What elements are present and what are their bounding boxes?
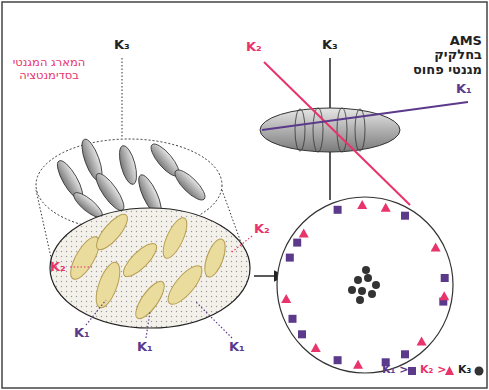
k2-point (381, 203, 391, 212)
k3-axis (122, 58, 123, 138)
k2-point (431, 242, 441, 251)
k3-point (354, 276, 362, 284)
k3-point (348, 286, 356, 294)
panel-title: AMS בחלקיק מגנטי פחוס (398, 34, 482, 77)
k1-point (286, 254, 294, 262)
k1-point (334, 356, 342, 364)
k1-point (401, 212, 409, 220)
legend-text: K₃ (458, 364, 471, 376)
k1-point (334, 206, 342, 214)
k1-axis (262, 102, 468, 130)
legend-text: K₂ > (420, 364, 446, 376)
k3-point (362, 266, 370, 274)
axis-label: K₂ (246, 40, 262, 54)
legend-text: K₁ > (382, 364, 408, 376)
grains-bottom (65, 210, 229, 323)
k2-point (417, 337, 427, 346)
axis-label: K₂ (50, 260, 66, 274)
k3-point (356, 296, 364, 304)
axis-label: K₁ (74, 326, 90, 340)
k1-point (441, 274, 449, 282)
stereonet (277, 197, 453, 373)
k1-point (401, 350, 409, 358)
k1-point (298, 330, 306, 338)
k2-point (311, 343, 321, 352)
axis-label: K₁ (137, 340, 153, 354)
k1-point (293, 239, 301, 247)
k3-point (368, 290, 376, 298)
k2-axis (264, 62, 410, 205)
fabric-bottom (50, 208, 250, 328)
k2-point (357, 200, 367, 209)
legend-circle (475, 367, 484, 376)
k2-point (353, 360, 363, 369)
k2-point (281, 294, 291, 303)
particle-bands (295, 108, 365, 152)
axis-label: K₃ (114, 38, 130, 52)
axis-label: K₁ (229, 340, 245, 354)
k3-point (358, 287, 366, 295)
k2-point (439, 291, 449, 300)
k2-point (299, 229, 309, 238)
k1-point (289, 315, 297, 323)
legend-square (408, 367, 416, 375)
axis-label: K₂ (254, 222, 270, 236)
k3-point (372, 281, 380, 289)
panel-title: המארג המגנטי בסדימנטציה (10, 56, 88, 81)
leader-lines (70, 236, 252, 338)
axis-label: K₃ (322, 38, 338, 52)
k3-point (364, 274, 372, 282)
stereonet-points (281, 200, 449, 369)
axis-label: K₁ (456, 82, 472, 96)
